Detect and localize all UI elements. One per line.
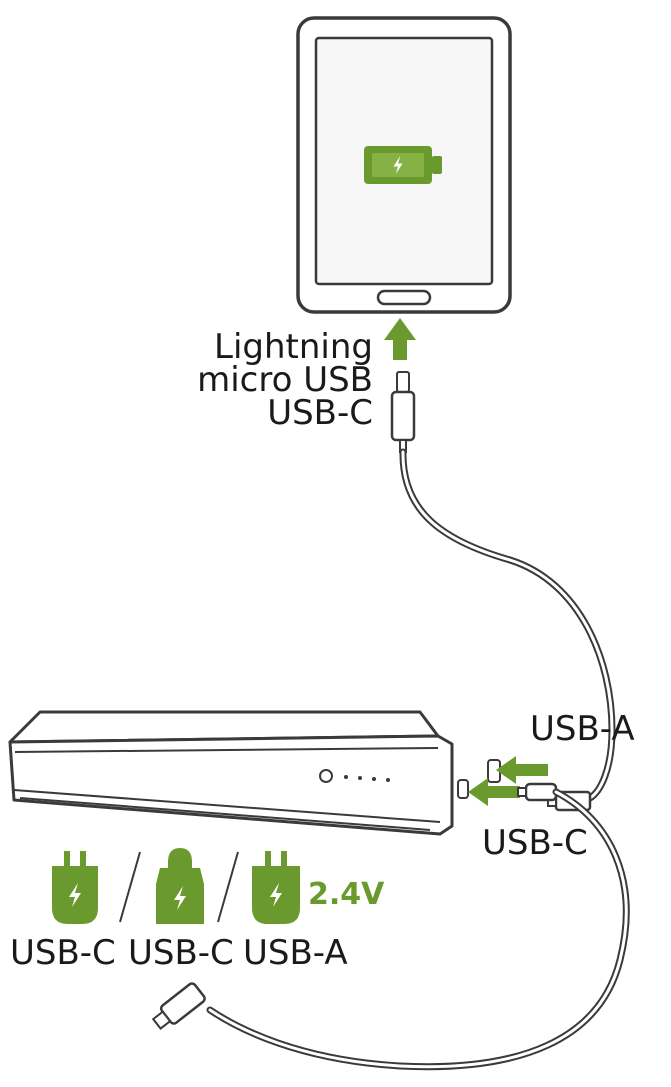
wall-charger-icon: [252, 851, 300, 924]
usb-c-output-plug: [517, 782, 558, 802]
label-lightning: Lightning: [214, 327, 373, 367]
label-input-usb-a: USB-A: [530, 709, 635, 749]
cable-icon: [206, 788, 630, 1071]
power-bank-icon: [8, 710, 501, 836]
separator-line: [119, 851, 141, 923]
label-usb-c: USB-C: [267, 393, 373, 433]
up-arrow-icon: [384, 318, 416, 360]
label-micro-usb: micro USB: [197, 360, 373, 400]
cable-icon: [399, 448, 616, 802]
label-charger-usb-c: USB-C: [10, 933, 116, 973]
usb-c-plug: [151, 982, 206, 1030]
left-arrow-icon: [468, 778, 520, 806]
battery-charging-icon: [364, 146, 442, 184]
label-voltage: 2.4V: [308, 877, 385, 912]
label-output-usb-c: USB-C: [482, 823, 588, 863]
car-charger-icon: [156, 848, 204, 924]
label-car-charger-usb-c: USB-C: [128, 933, 234, 973]
separator-line: [217, 851, 239, 923]
device-connector-plug: [390, 371, 416, 453]
left-arrow-icon: [496, 756, 548, 784]
label-charger-usb-a: USB-A: [243, 933, 348, 973]
wall-charger-icon: [52, 851, 98, 924]
